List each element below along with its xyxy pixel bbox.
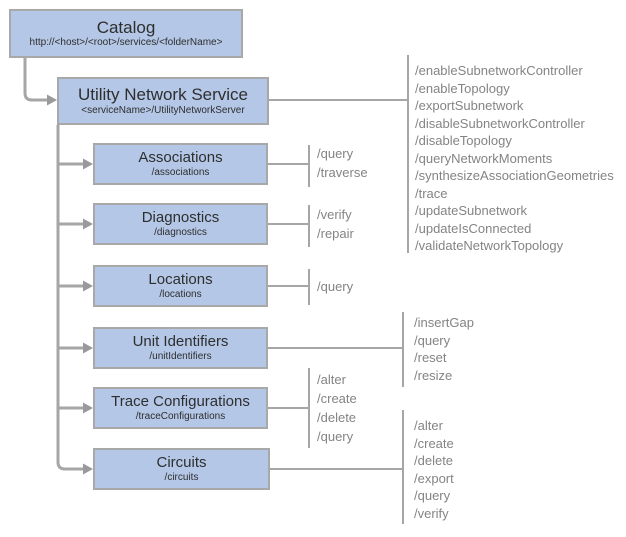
circuits-operations-list: /alter/create/delete/export/query/verify — [414, 417, 454, 522]
locations-node: Locations /locations — [93, 265, 268, 307]
operation-endpoint: /query — [317, 146, 354, 161]
operation-endpoint: /enableSubnetworkController — [415, 63, 583, 78]
associations-operations-list: /query/traverse — [317, 144, 368, 182]
operation-endpoint: /reset — [414, 350, 447, 365]
operation-endpoint: /traverse — [317, 165, 368, 180]
unit-identifiers-operations-list: /insertGap/query/reset/resize — [414, 314, 474, 384]
operation-endpoint: /query — [414, 332, 451, 348]
connector-catalog-to-service — [23, 58, 47, 102]
operation-endpoint: /queryNetworkMoments — [415, 150, 553, 166]
catalog-subtitle: http://<host>/<root>/services/<folderNam… — [29, 37, 223, 49]
operation-endpoint: /exportSubnetwork — [415, 98, 524, 113]
diagnostics-node: Diagnostics /diagnostics — [93, 203, 268, 245]
arrowhead-icon — [83, 463, 93, 475]
node-title: Associations — [138, 149, 223, 167]
node-title: Locations — [148, 271, 213, 289]
node-title: Trace Configurations — [111, 393, 250, 411]
operation-endpoint: /export — [414, 470, 454, 486]
catalog-title: Catalog — [96, 17, 156, 37]
operation-endpoint: /validateNetworkTopology — [415, 238, 564, 253]
operation-endpoint: /verify — [414, 505, 449, 521]
diagnostics-operations-list: /verify/repair — [317, 205, 354, 243]
operation-endpoint: /alter — [414, 418, 443, 433]
operation-endpoint: /delete — [414, 453, 454, 468]
operation-endpoint: /query — [414, 488, 451, 503]
operation-endpoint: /updateSubnetwork — [415, 203, 528, 218]
unit-identifiers-node: Unit Identifiers /unitIdentifiers — [93, 327, 268, 369]
utility-network-service-node: Utility Network Service <serviceName>/Ut… — [57, 77, 269, 125]
locations-operations-list: /query — [317, 277, 353, 296]
operation-endpoint: /resize — [414, 367, 453, 383]
node-subtitle: /diagnostics — [154, 226, 207, 238]
arrowhead-icon — [47, 94, 57, 106]
service-subtitle: <serviceName>/UtilityNetworkServer — [81, 104, 245, 116]
operation-endpoint: /verify — [317, 207, 352, 222]
operation-endpoint: /delete — [317, 410, 357, 425]
node-title: Diagnostics — [141, 209, 220, 227]
node-subtitle: /locations — [159, 288, 202, 300]
node-subtitle: /circuits — [164, 471, 199, 483]
operation-endpoint: /create — [414, 435, 454, 451]
associations-node: Associations /associations — [93, 143, 268, 185]
node-subtitle: /traceConfigurations — [135, 410, 226, 422]
catalog-node: Catalog http://<host>/<root>/services/<f… — [9, 9, 243, 58]
trace-configurations-node: Trace Configurations /traceConfiguration… — [93, 387, 268, 429]
operation-endpoint: /insertGap — [414, 315, 474, 330]
service-title: Utility Network Service — [77, 85, 249, 105]
arrowhead-icon — [83, 342, 93, 354]
service-operations-list: /enableSubnetworkController/enableTopolo… — [415, 62, 614, 255]
operation-endpoint: /query — [317, 429, 354, 444]
node-title: Unit Identifiers — [132, 333, 229, 351]
operation-endpoint: /trace — [415, 185, 448, 201]
trace-configurations-operations-list: /alter/create/delete/query — [317, 370, 357, 446]
operation-endpoint: /create — [317, 391, 357, 406]
node-title: Circuits — [156, 454, 207, 472]
arrowhead-icon — [83, 158, 93, 170]
operation-endpoint: /repair — [317, 226, 354, 241]
operation-endpoint: /synthesizeAssociationGeometries — [415, 168, 614, 183]
node-subtitle: /unitIdentifiers — [149, 350, 212, 362]
operation-endpoint: /alter — [317, 372, 346, 387]
operation-endpoint: /enableTopology — [415, 80, 510, 96]
arrowhead-icon — [83, 402, 93, 414]
arrowhead-icon — [83, 218, 93, 230]
operation-endpoint: /updateIsConnected — [415, 220, 532, 236]
arrowhead-icon — [83, 280, 93, 292]
operation-endpoint: /disableTopology — [415, 133, 512, 148]
connector-trunk — [56, 125, 83, 471]
node-subtitle: /associations — [151, 166, 210, 178]
operation-endpoint: /query — [317, 279, 354, 294]
operation-endpoint: /disableSubnetworkController — [415, 115, 585, 131]
circuits-node: Circuits /circuits — [93, 448, 270, 490]
